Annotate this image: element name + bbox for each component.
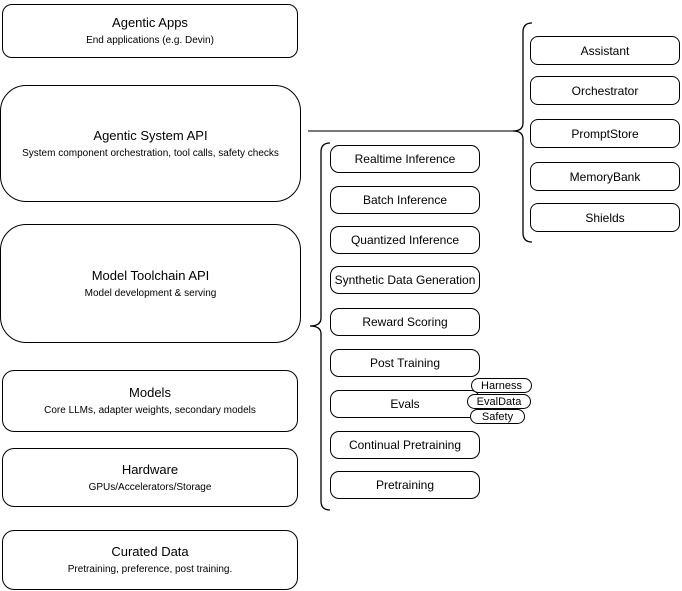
box-subtitle: GPUs/Accelerators/Storage — [88, 481, 212, 493]
toolchain-item-post-training: Post Training — [330, 349, 480, 377]
component-box-assistant: Assistant — [530, 36, 680, 65]
eval-tag-harness: Harness — [471, 378, 532, 393]
component-box-memorybank: MemoryBank — [530, 162, 680, 191]
stack-box-model-toolchain-api: Model Toolchain API Model development & … — [0, 224, 301, 343]
box-title: Agentic Apps — [112, 15, 188, 30]
stack-box-models: Models Core LLMs, adapter weights, secon… — [2, 370, 298, 432]
box-title: Curated Data — [111, 544, 189, 559]
component-box-promptstore: PromptStore — [530, 119, 680, 148]
eval-tag-evaldata: EvalData — [467, 394, 531, 409]
toolchain-item-realtime-inference: Realtime Inference — [330, 145, 480, 173]
stack-box-hardware: Hardware GPUs/Accelerators/Storage — [2, 448, 298, 507]
toolchain-item-evals: Evals — [330, 390, 480, 418]
toolchain-item-quantized-inference: Quantized Inference — [330, 226, 480, 254]
box-title: Agentic System API — [93, 127, 208, 143]
stack-box-agentic-system-api: Agentic System API System component orch… — [0, 85, 301, 202]
box-subtitle: Core LLMs, adapter weights, secondary mo… — [44, 405, 256, 416]
toolchain-item-pretraining: Pretraining — [330, 471, 480, 499]
stack-box-curated-data: Curated Data Pretraining, preference, po… — [2, 530, 298, 590]
box-title: Models — [129, 385, 171, 400]
box-title: Hardware — [121, 461, 179, 477]
component-box-orchestrator: Orchestrator — [530, 76, 680, 105]
toolchain-item-synthetic-data-generation: Synthetic Data Generation — [330, 266, 480, 294]
box-subtitle: Pretraining, preference, post training. — [67, 564, 233, 575]
box-subtitle: System component orchestration, tool cal… — [22, 147, 279, 159]
toolchain-item-batch-inference: Batch Inference — [330, 186, 480, 214]
eval-tag-safety: Safety — [470, 409, 525, 424]
toolchain-item-continual-pretraining: Continual Pretraining — [330, 431, 480, 459]
component-box-shields: Shields — [530, 203, 680, 232]
stack-box-agentic-apps: Agentic Apps End applications (e.g. Devi… — [2, 4, 298, 58]
box-title: Model Toolchain API — [91, 267, 210, 283]
box-subtitle: Model development & serving — [84, 287, 217, 299]
toolchain-brace — [309, 142, 331, 511]
box-subtitle: End applications (e.g. Devin) — [86, 35, 214, 46]
toolchain-item-reward-scoring: Reward Scoring — [330, 308, 480, 336]
